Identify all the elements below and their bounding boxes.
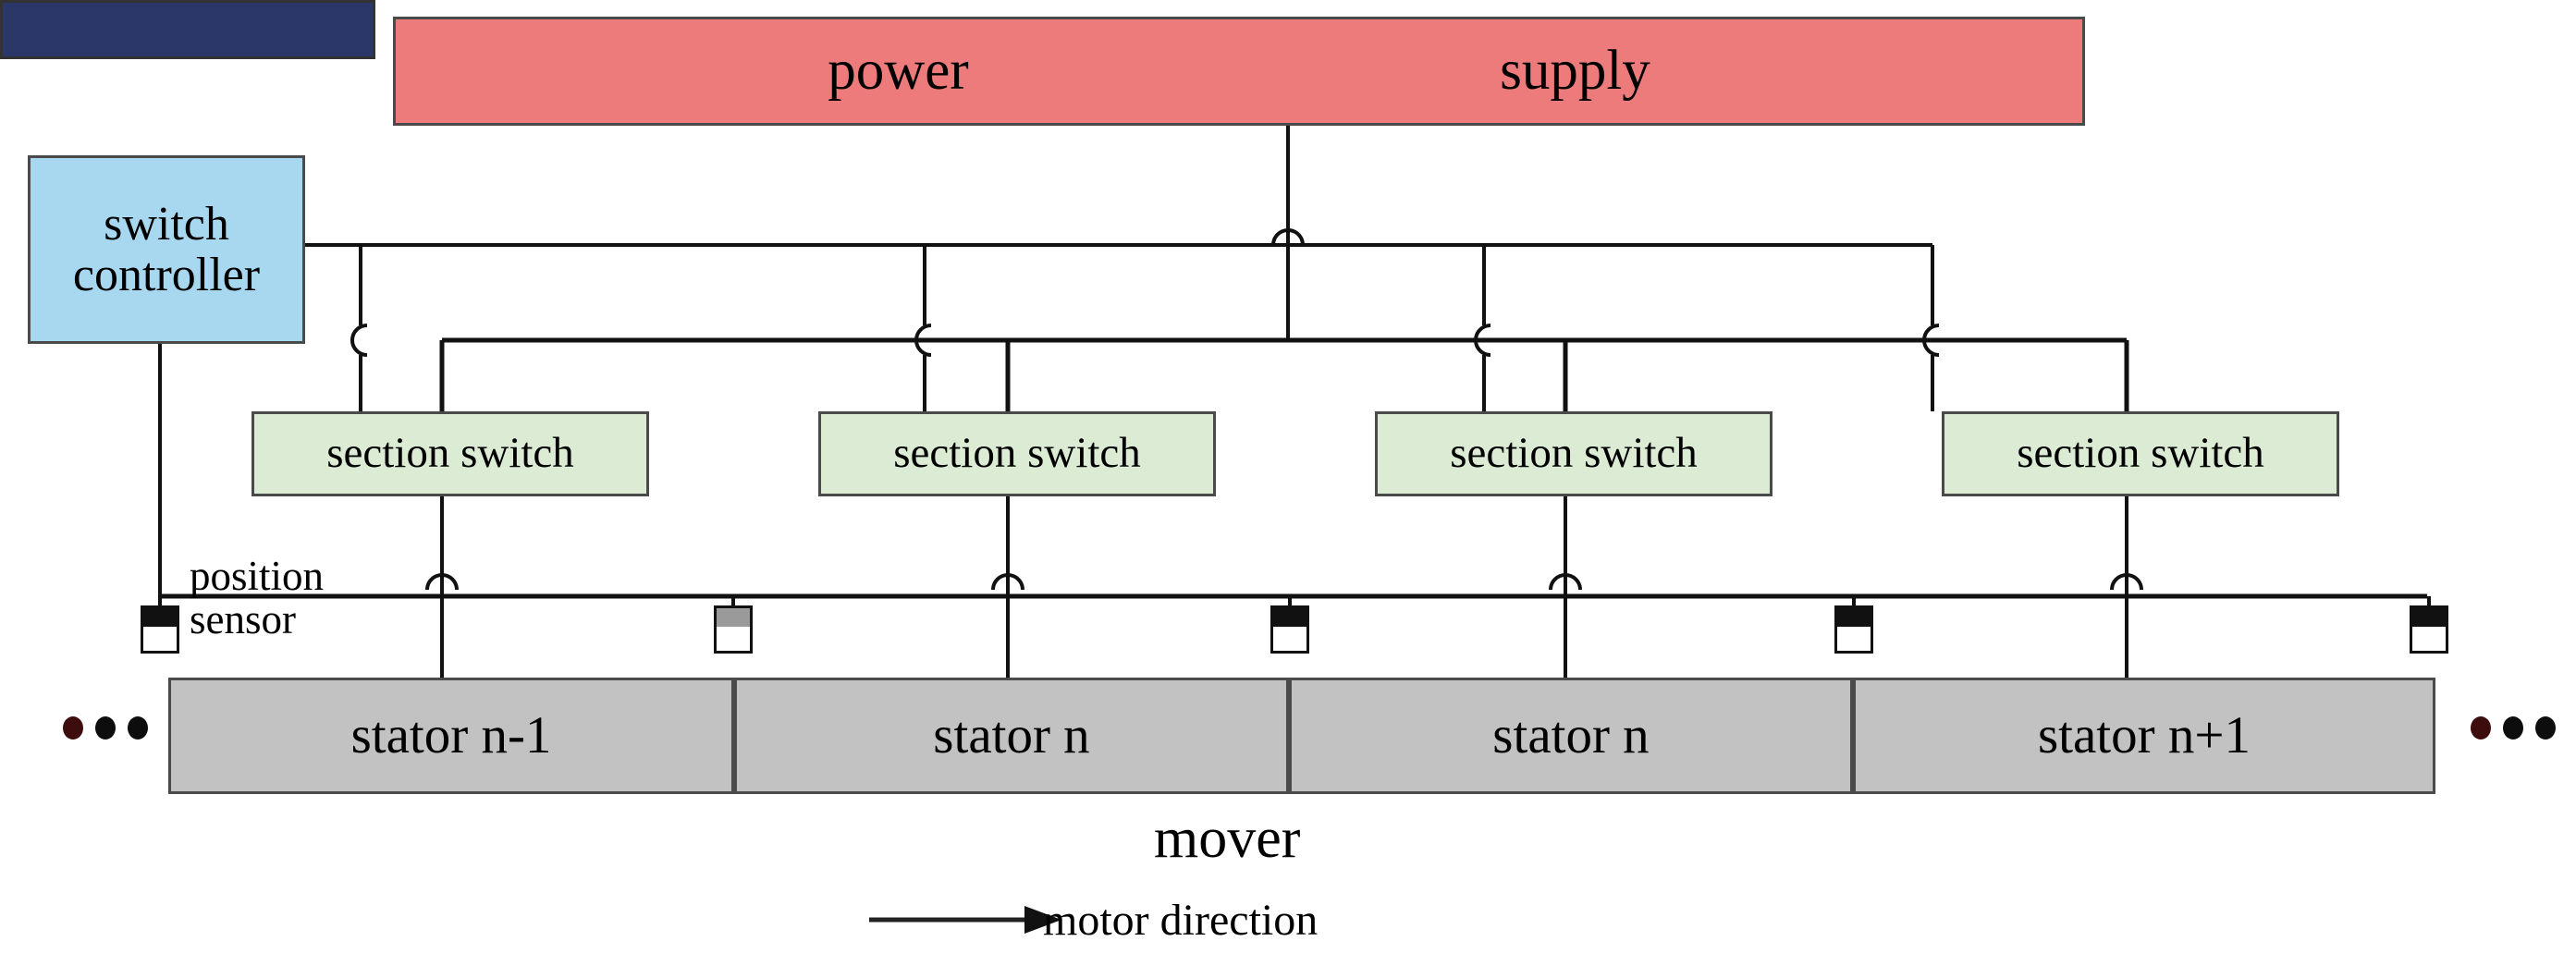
position-sensor-icon-4[interactable] xyxy=(1834,605,1873,654)
stator-block-2[interactable]: stator n xyxy=(734,678,1289,794)
position-sensor-icon-1[interactable] xyxy=(141,605,179,654)
dot xyxy=(63,716,83,740)
switch-output-3 xyxy=(1549,496,1582,678)
position-sensor-icon-5[interactable] xyxy=(2410,605,2448,654)
control-branch-4 xyxy=(1922,245,1940,411)
arrow-right-icon xyxy=(869,906,1061,934)
section-switch-label: section switch xyxy=(1450,429,1698,478)
section-switch-label: section switch xyxy=(2017,429,2264,478)
stator-label: stator n-1 xyxy=(350,705,552,764)
motor-direction-label: motor direction xyxy=(1043,896,1319,945)
switch-output-2 xyxy=(991,496,1024,678)
switch-output-1 xyxy=(425,496,459,678)
power-supply-block[interactable]: power supply xyxy=(393,17,2085,126)
stator-label: stator n xyxy=(1492,705,1650,764)
stator-label: stator n+1 xyxy=(2037,705,2251,764)
dot xyxy=(2471,716,2491,740)
position-sensor-label-line1: position xyxy=(190,553,325,599)
section-switch-2[interactable]: section switch xyxy=(818,411,1216,496)
position-sensor-label-line2: sensor xyxy=(190,596,296,643)
switch-controller-label-line2: controller xyxy=(72,249,261,301)
switch-controller-block[interactable]: switch controller xyxy=(28,155,305,344)
section-switch-1[interactable]: section switch xyxy=(251,411,649,496)
continuation-ellipsis-right xyxy=(2471,716,2556,740)
wire-powersupply-to-powerbus xyxy=(1271,126,1305,340)
stator-block-3[interactable]: stator n xyxy=(1289,678,1853,794)
stator-block-4[interactable]: stator n+1 xyxy=(1853,678,2435,794)
switch-controller-label-line1: switch xyxy=(104,197,229,251)
stator-label: stator n xyxy=(933,705,1090,764)
position-sensor-label: position sensor xyxy=(190,553,325,643)
stator-block-1[interactable]: stator n-1 xyxy=(168,678,734,794)
dot xyxy=(2503,716,2523,740)
section-switch-label: section switch xyxy=(326,429,574,478)
power-supply-label-left: power xyxy=(828,39,969,102)
dot xyxy=(95,716,116,740)
section-switch-label: section switch xyxy=(893,429,1141,478)
control-branch-2 xyxy=(914,245,932,411)
control-branch-3 xyxy=(1474,245,1491,411)
switch-output-4 xyxy=(2110,496,2143,678)
mover-block[interactable] xyxy=(0,0,375,59)
dot xyxy=(128,716,148,740)
section-switch-3[interactable]: section switch xyxy=(1375,411,1773,496)
mover-label: mover xyxy=(1154,807,1301,870)
control-branch-1 xyxy=(350,245,368,411)
power-supply-label-right: supply xyxy=(1500,39,1650,102)
section-switch-4[interactable]: section switch xyxy=(1942,411,2339,496)
dot xyxy=(2535,716,2556,740)
position-sensor-icon-3[interactable] xyxy=(1270,605,1309,654)
continuation-ellipsis-left xyxy=(63,716,148,740)
position-sensor-icon-2[interactable] xyxy=(714,605,753,654)
